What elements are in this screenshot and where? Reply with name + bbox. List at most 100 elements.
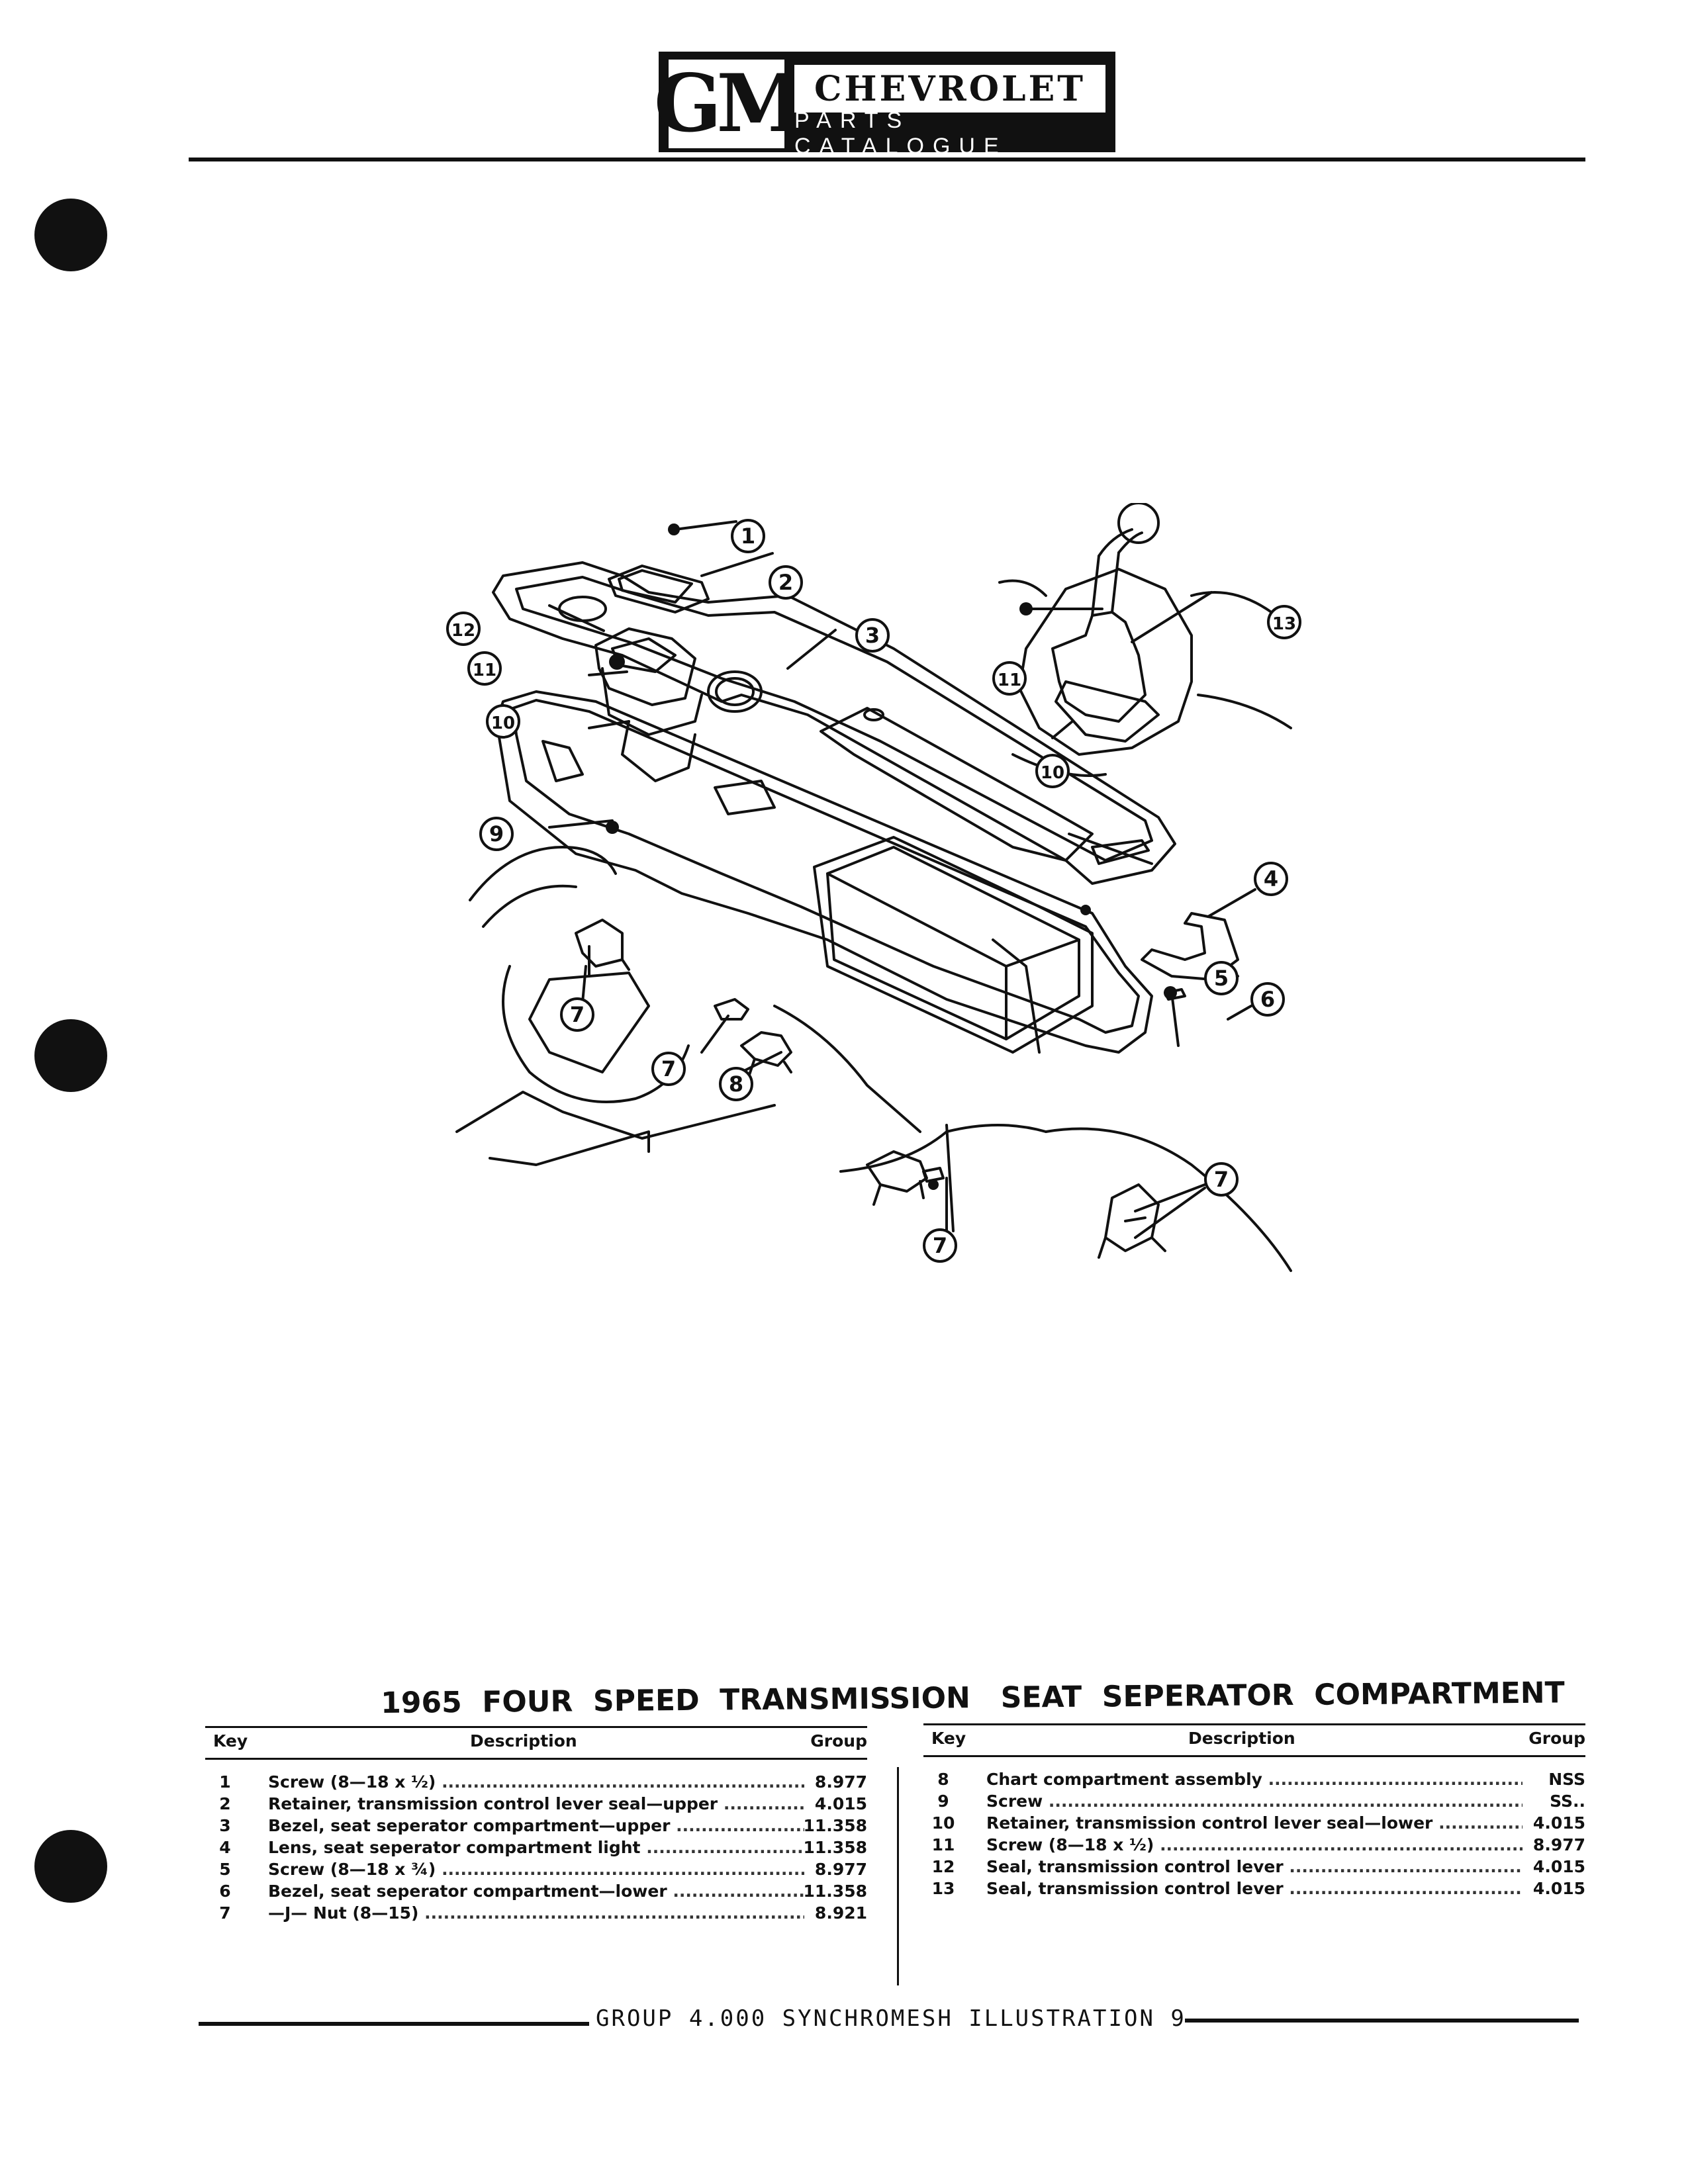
table-row: 11 Screw (8—18 x ½) .....................… [923,1835,1585,1857]
svg-text:1: 1 [741,523,755,549]
row-description: Retainer, transmission control lever sea… [986,1813,1523,1833]
row-description: Bezel, seat seperator compartment—lower … [268,1882,804,1901]
callout-8: 8 [719,1067,753,1101]
row-key: 3 [219,1816,231,1835]
binder-hole-middle [34,1019,107,1092]
row-description: Screw (8—18 x ½) .......................… [268,1772,804,1792]
row-key: 13 [931,1879,955,1898]
row-key: 1 [219,1772,231,1792]
row-key: 4 [219,1838,231,1857]
row-description: Retainer, transmission control lever sea… [268,1794,804,1813]
callout-11: 11 [467,651,502,686]
row-key: 5 [219,1860,231,1879]
row-group: 4.015 [814,1794,867,1813]
svg-text:7: 7 [570,1002,585,1027]
table-row: 6 Bezel, seat seperator compartment—lower… [205,1882,867,1903]
row-group: 8.921 [814,1903,867,1923]
table-row: 12 Seal, transmission control lever .....… [923,1857,1585,1879]
svg-text:3: 3 [865,623,880,648]
table-row: 10 Retainer, transmission control lever s… [923,1813,1585,1835]
row-group: 8.977 [814,1860,867,1879]
callout-11b: 11 [992,661,1027,696]
row-key: 10 [931,1813,955,1833]
page-title: 1965 FOUR SPEED TRANSMISSION SEAT SEPERA… [381,1676,1565,1720]
row-group: NSS [1548,1770,1585,1789]
row-key: 2 [219,1794,231,1813]
header-key: Key [213,1731,248,1751]
svg-text:2: 2 [778,570,793,595]
table-row: 7 —J— Nut (8—15) ........................… [205,1903,867,1925]
row-group: 11.358 [803,1816,867,1835]
callout-3: 3 [855,618,890,653]
footer-rule-right [1185,2019,1579,2023]
svg-text:11: 11 [998,670,1021,690]
row-group: 4.015 [1532,1879,1585,1898]
binder-hole-top [34,199,107,271]
table-row: 1 Screw (8—18 x ½) ......................… [205,1772,867,1794]
svg-text:4: 4 [1264,866,1278,891]
row-group: 4.015 [1532,1857,1585,1876]
svg-text:12: 12 [451,621,475,641]
table-row: 2 Retainer, transmission control lever se… [205,1794,867,1816]
table-top-rule [923,1723,1585,1725]
svg-text:10: 10 [491,713,515,733]
header-description: Description [1188,1729,1295,1748]
table-row: 5 Screw (8—18 x ¾) ......................… [205,1860,867,1882]
footer-rule-left [199,2022,589,2026]
row-group: 11.358 [803,1882,867,1901]
exploded-parts-drawing: 1 2 3 11 13 12 11 10 10 9 4 5 6 7 7 8 7 … [446,503,1301,1272]
svg-text:6: 6 [1260,987,1275,1012]
table-header: Key Description Group [923,1723,1585,1751]
row-key: 7 [219,1903,231,1923]
table-row: 4 Lens, seat seperator compartment light … [205,1838,867,1860]
svg-text:11: 11 [473,660,496,680]
callout-7a: 7 [560,997,594,1032]
row-description: —J— Nut (8—15) .........................… [268,1903,804,1923]
table-header-rule [923,1755,1585,1757]
callout-10b: 10 [1035,754,1070,788]
svg-text:9: 9 [489,821,504,846]
row-group: 8.977 [814,1772,867,1792]
row-description: Seal, transmission control lever .......… [986,1857,1523,1876]
column-divider [897,1767,899,1985]
row-group: 8.977 [1532,1835,1585,1854]
callout-9: 9 [479,817,514,851]
callout-7c: 7 [923,1228,957,1263]
catalogue-subtitle: PARTS CATALOGUE [794,108,1008,159]
row-description: Screw (8—18 x ½) .......................… [986,1835,1523,1854]
row-description: Seal, transmission control lever .......… [986,1879,1523,1898]
row-description: Lens, seat seperator compartment light .… [268,1838,804,1857]
brand-name: CHEVROLET [794,65,1105,113]
row-key: 12 [931,1857,955,1876]
callout-6: 6 [1250,982,1285,1017]
svg-text:5: 5 [1214,966,1229,991]
row-group: SS.. [1550,1792,1585,1811]
svg-text:7: 7 [933,1233,947,1258]
header-group: Group [1528,1729,1585,1748]
row-key: 6 [219,1882,231,1901]
table-top-rule [205,1726,867,1728]
row-group: 11.358 [803,1838,867,1857]
header-key: Key [931,1729,966,1748]
svg-text:7: 7 [661,1056,676,1081]
svg-text:8: 8 [729,1071,743,1097]
row-key: 9 [937,1792,949,1811]
parts-table-left: Key Description Group 1 Screw (8—18 x ½) … [205,1726,867,1964]
binder-hole-bottom [34,1830,107,1903]
header-group: Group [810,1731,867,1751]
svg-text:10: 10 [1041,763,1064,783]
svg-text:7: 7 [1214,1167,1229,1192]
callout-13: 13 [1267,605,1301,639]
row-description: Screw (8—18 x ¾) .......................… [268,1860,804,1879]
row-key: 8 [937,1770,949,1789]
callout-7b: 7 [651,1052,686,1086]
footer-caption: GROUP 4.000 SYNCHROMESH ILLUSTRATION 9 [596,2005,1186,2032]
table-header: Key Description Group [205,1726,867,1754]
table-header-rule [205,1758,867,1760]
row-key: 11 [931,1835,955,1854]
callout-10: 10 [486,704,520,739]
callout-12: 12 [446,612,481,646]
